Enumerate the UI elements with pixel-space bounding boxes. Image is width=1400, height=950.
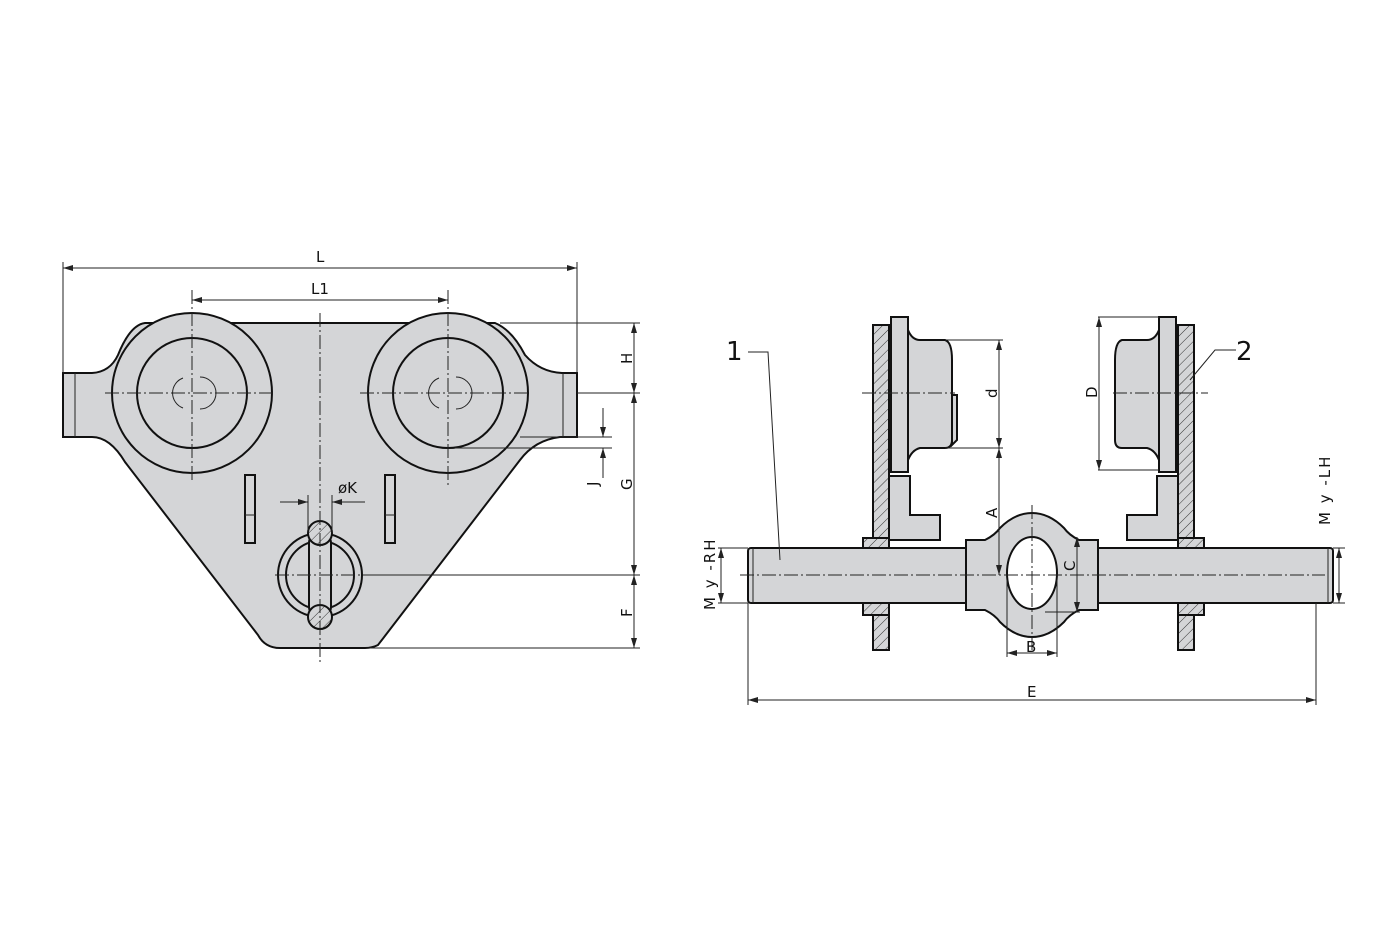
right-wheel-front [1114, 329, 1160, 461]
dim-B: B [1026, 638, 1036, 656]
dim-C: C [1061, 561, 1079, 571]
dim-E: E [1027, 683, 1036, 701]
dim-L1: L1 [311, 280, 329, 298]
dim-L: L [316, 248, 325, 266]
dim-d: d [983, 388, 1001, 398]
dim-thread-lh: M y -LH [1316, 455, 1334, 525]
right-side-plate [1177, 324, 1195, 541]
slot-left [244, 474, 256, 544]
dim-H: H [618, 353, 636, 364]
left-wheel-flange [890, 316, 909, 473]
front-view: 1 2 d A D C B E M y -RH M y -LH [701, 316, 1345, 705]
dim-J: J [584, 482, 602, 487]
left-bracket [888, 475, 941, 541]
dim-G: G [618, 478, 636, 490]
callout-2: 2 [1236, 337, 1253, 367]
callout-1: 1 [726, 337, 743, 367]
dim-thread-rh: M y -RH [701, 538, 719, 610]
dim-K: øK [338, 479, 358, 497]
dim-D: D [1083, 386, 1101, 398]
dim-A: A [983, 507, 1001, 518]
side-view: L L1 øK H G J F [62, 248, 640, 662]
left-side-plate [872, 324, 890, 541]
right-bracket [1126, 475, 1179, 541]
right-wheel-flange [1158, 316, 1177, 473]
slot-right [384, 474, 396, 544]
left-wheel-front [907, 329, 953, 461]
dim-F: F [618, 608, 636, 617]
